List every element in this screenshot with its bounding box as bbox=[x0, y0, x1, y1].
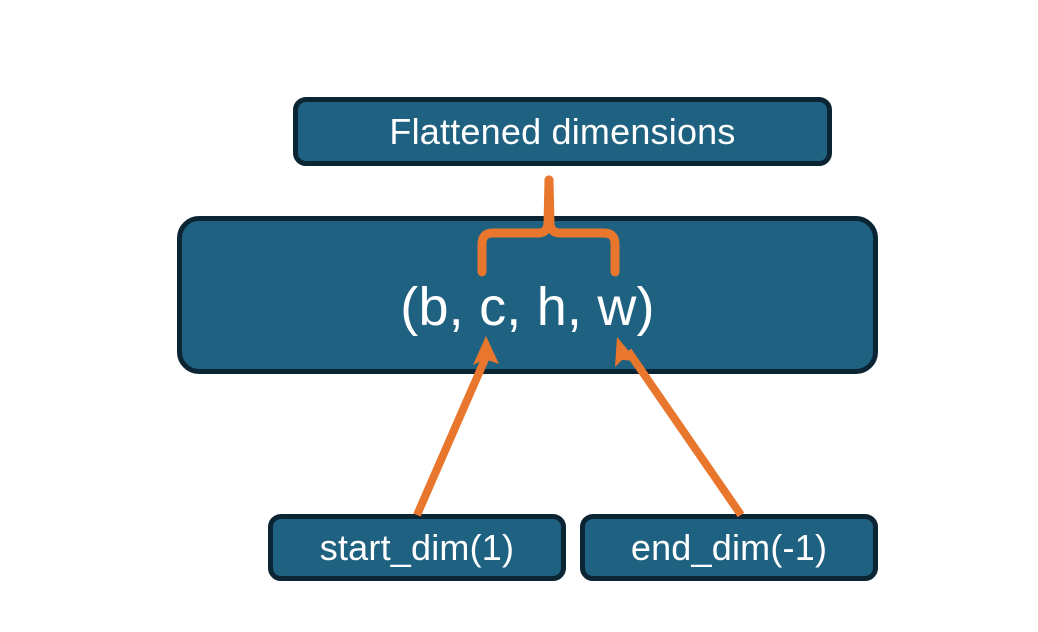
node-tensor-shape[interactable]: (b, c, h, w) bbox=[177, 216, 878, 374]
node-flattened-dimensions-label: Flattened dimensions bbox=[389, 110, 736, 152]
node-end-dim[interactable]: end_dim(-1) bbox=[580, 514, 878, 581]
node-tensor-shape-label: (b, c, h, w) bbox=[400, 277, 655, 337]
node-flattened-dimensions[interactable]: Flattened dimensions bbox=[293, 97, 832, 166]
node-start-dim[interactable]: start_dim(1) bbox=[268, 514, 566, 581]
node-end-dim-label: end_dim(-1) bbox=[630, 526, 828, 568]
node-start-dim-label: start_dim(1) bbox=[319, 526, 515, 568]
